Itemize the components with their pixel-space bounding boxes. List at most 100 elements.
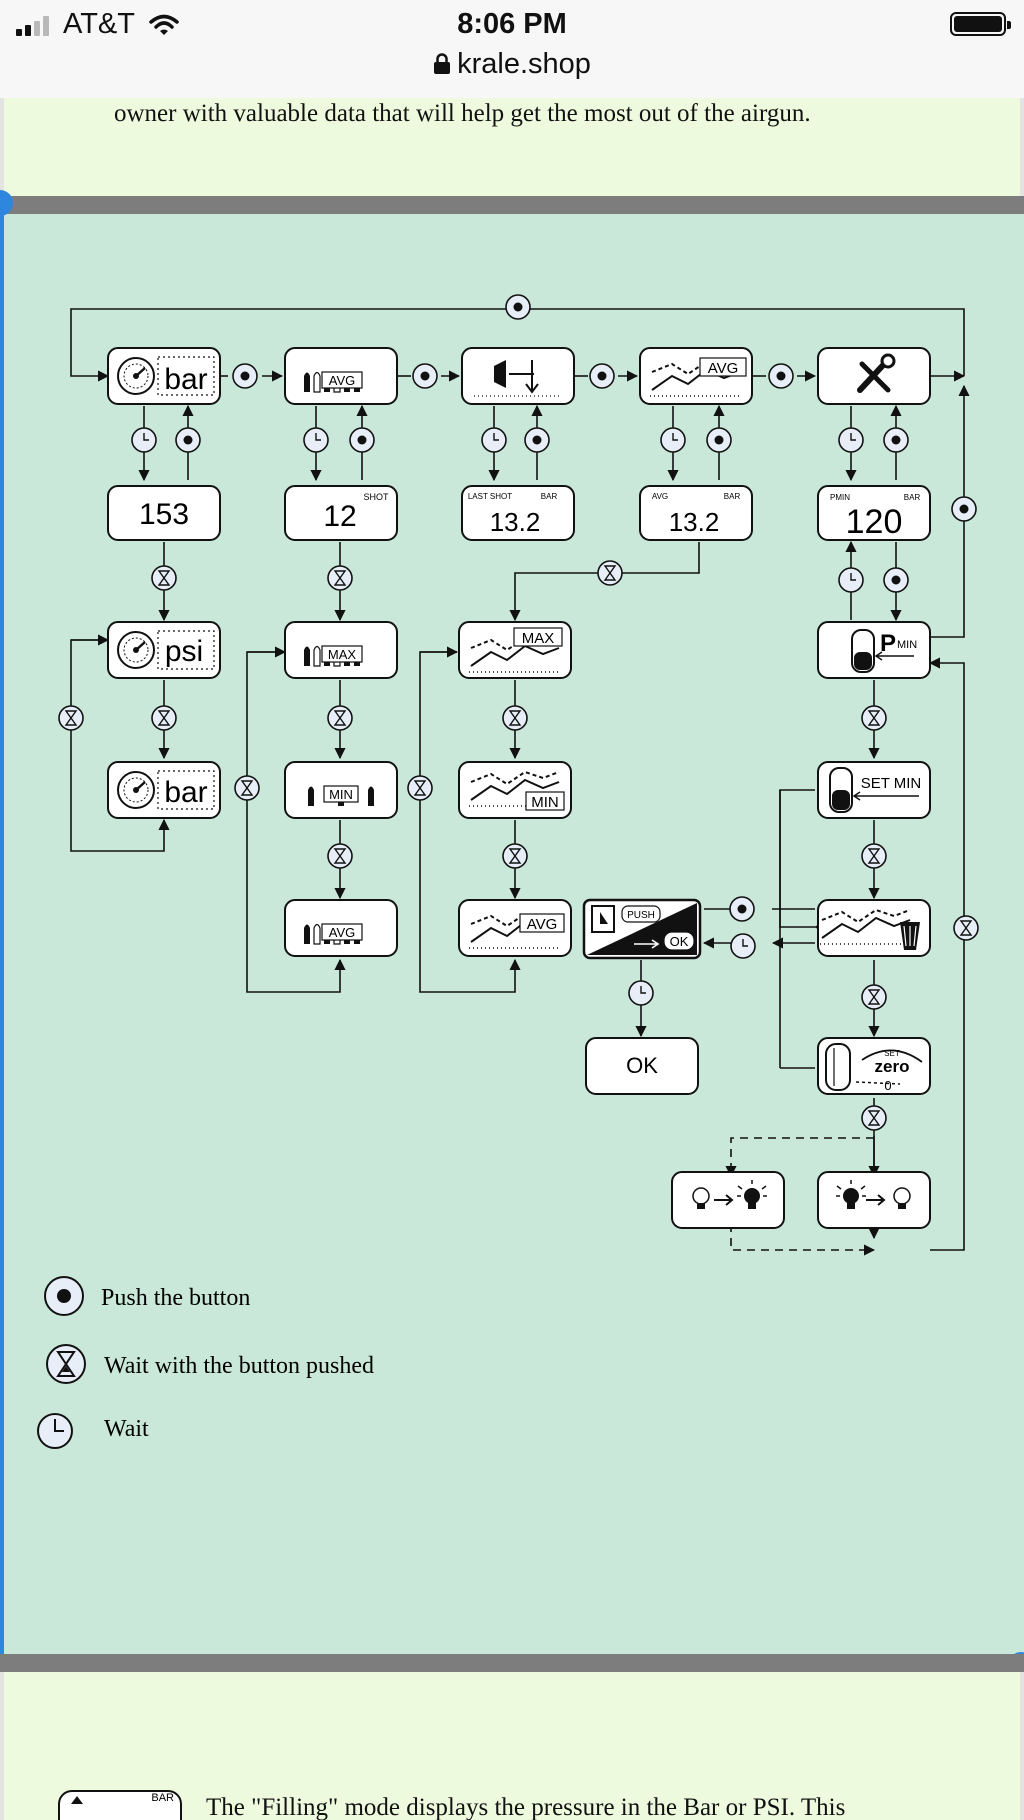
mini-unit: BAR bbox=[151, 1792, 174, 1804]
clock-icon bbox=[730, 933, 756, 959]
readout-shots: 12 SHOT bbox=[284, 485, 398, 541]
readout-pmin: PMIN BAR 120 bbox=[817, 485, 931, 541]
arrow-up-icon bbox=[71, 1796, 83, 1804]
hourglass-icon bbox=[234, 775, 260, 801]
hourglass-icon bbox=[861, 984, 887, 1010]
menu-light-on bbox=[671, 1171, 785, 1229]
menu-pmin: P MIN bbox=[817, 621, 931, 679]
p-min-label: MIN bbox=[897, 639, 917, 651]
legend-item-hourglass: Wait with the button pushed bbox=[46, 1344, 374, 1384]
ok-result: OK bbox=[585, 1037, 699, 1095]
push-button-icon bbox=[768, 363, 794, 389]
menu-min-chart: MIN bbox=[458, 761, 572, 819]
p-label: P bbox=[880, 630, 896, 657]
legend-push-text: Push the button bbox=[101, 1285, 250, 1311]
pmin-value: 120 bbox=[846, 503, 903, 541]
legend-hourglass-text: Wait with the button pushed bbox=[104, 1353, 374, 1379]
last-shot-label: LAST SHOT bbox=[468, 492, 512, 501]
hourglass-icon bbox=[861, 705, 887, 731]
clock-icon bbox=[303, 427, 329, 453]
hourglass-icon bbox=[597, 560, 623, 586]
push-button-icon bbox=[349, 427, 375, 453]
menu-filling-bar-2: bar bbox=[107, 761, 221, 819]
status-bar: AT&T 8:06 PM krale.shop bbox=[0, 0, 1024, 99]
intro-text: owner with valuable data that will help … bbox=[114, 100, 811, 127]
hourglass-icon bbox=[502, 705, 528, 731]
filling-mode-text: The "Filling" mode displays the pressure… bbox=[206, 1794, 846, 1820]
cylinder-icon bbox=[825, 1043, 851, 1091]
legend-wait-text: Wait bbox=[104, 1416, 149, 1442]
section-divider bbox=[0, 1654, 1024, 1672]
menu-diagram: bar AVG AVG 153 12 SHOT bbox=[0, 214, 1024, 1654]
readout-average: AVG BAR 13.2 bbox=[639, 485, 753, 541]
hourglass-icon bbox=[327, 843, 353, 869]
hourglass-icon bbox=[953, 915, 979, 941]
legend: Push the button Wait with the button pus… bbox=[37, 1276, 374, 1449]
hourglass-icon bbox=[861, 843, 887, 869]
cylinder-icon bbox=[851, 629, 914, 673]
menu-set-min: SET MIN bbox=[817, 761, 931, 819]
menu-set-zero: SET zero 0 bbox=[817, 1037, 931, 1095]
menu-clear-chart bbox=[817, 899, 931, 957]
push-button-icon bbox=[232, 363, 258, 389]
menu-light-off bbox=[817, 1171, 931, 1229]
menu-push-ok: PUSH OK bbox=[582, 898, 702, 960]
trash-icon bbox=[900, 922, 920, 950]
pressure-value: 153 bbox=[139, 498, 189, 531]
avg-label: AVG bbox=[329, 373, 356, 388]
push-button-icon bbox=[175, 427, 201, 453]
filling-readout-thumbnail: BAR bbox=[58, 1790, 182, 1820]
url-bar[interactable]: krale.shop bbox=[0, 48, 1024, 81]
bar-label: bar bbox=[164, 363, 207, 396]
hourglass-icon bbox=[151, 705, 177, 731]
avg-label: AVG bbox=[708, 360, 739, 377]
pmin-label: PMIN bbox=[830, 493, 850, 502]
clock-icon bbox=[838, 567, 864, 593]
clock-icon bbox=[481, 427, 507, 453]
signal-icon bbox=[16, 14, 49, 36]
bullets-icon bbox=[308, 786, 374, 806]
avg-label: AVG bbox=[527, 916, 558, 933]
push-button-icon bbox=[729, 896, 755, 922]
ok-result-value: OK bbox=[626, 1053, 658, 1078]
push-button-icon bbox=[524, 427, 550, 453]
lock-icon bbox=[434, 53, 451, 74]
menu-settings bbox=[817, 347, 931, 405]
readout-last-shot: LAST SHOT BAR 13.2 bbox=[461, 485, 575, 541]
push-label: PUSH bbox=[627, 910, 655, 921]
max-label: MAX bbox=[328, 647, 357, 662]
gauge-icon bbox=[116, 630, 156, 670]
battery-icon bbox=[950, 12, 1011, 36]
hourglass-icon bbox=[327, 565, 353, 591]
menu-shot-max: MAX bbox=[284, 621, 398, 679]
shots-unit: SHOT bbox=[363, 492, 389, 502]
last-shot-unit: BAR bbox=[541, 492, 558, 501]
intro-section: owner with valuable data that will help … bbox=[0, 98, 1024, 196]
shot-velocity-icon bbox=[474, 360, 559, 397]
shots-value: 12 bbox=[323, 500, 356, 533]
menu-last-shot bbox=[461, 347, 575, 405]
menu-max-chart: MAX bbox=[458, 621, 572, 679]
min-label: MIN bbox=[531, 794, 559, 811]
gauge-icon bbox=[116, 356, 156, 396]
push-button-icon bbox=[883, 427, 909, 453]
clock-icon bbox=[628, 980, 654, 1006]
min-label: MIN bbox=[329, 787, 353, 802]
push-button-icon bbox=[706, 427, 732, 453]
menu-filling-psi: psi bbox=[107, 621, 221, 679]
menu-average: AVG bbox=[639, 347, 753, 405]
hourglass-icon bbox=[151, 565, 177, 591]
filling-mode-section: BAR The "Filling" mode displays the pres… bbox=[0, 1672, 1024, 1820]
menu-shot-avg: AVG bbox=[284, 899, 398, 957]
clock-icon bbox=[660, 427, 686, 453]
zero-label: zero bbox=[875, 1057, 910, 1076]
menu-flow-chart: bar AVG AVG 153 12 SHOT bbox=[37, 294, 979, 1449]
menu-shot-min: MIN bbox=[284, 761, 398, 819]
selection-handle-start[interactable] bbox=[0, 190, 13, 216]
pmin-unit: BAR bbox=[904, 493, 921, 502]
section-divider bbox=[0, 196, 1024, 214]
ok-label: OK bbox=[670, 934, 689, 949]
push-button-icon bbox=[589, 363, 615, 389]
cylinder-icon bbox=[829, 767, 919, 813]
carrier-label: AT&T bbox=[63, 8, 135, 40]
